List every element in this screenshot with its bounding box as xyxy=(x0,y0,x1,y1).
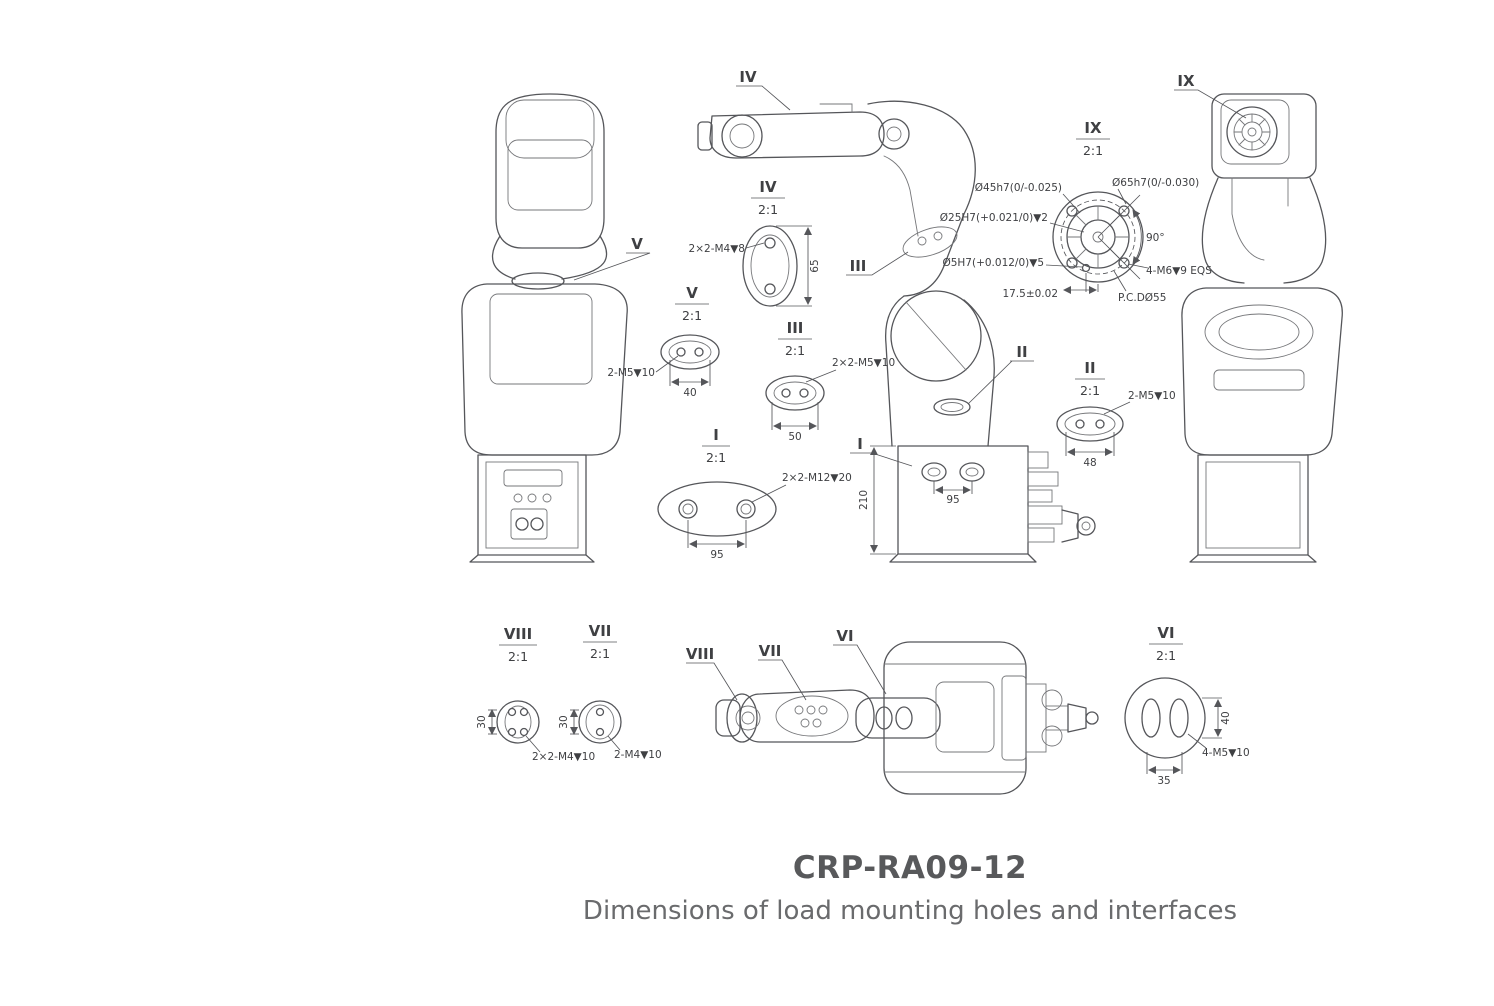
detail-scale-VII: 2:1 xyxy=(590,646,610,661)
dim-base-holes: 95 xyxy=(933,481,973,506)
page-title: CRP-RA09-12 xyxy=(792,850,1028,886)
dim-VI-40: 40 xyxy=(1220,711,1232,724)
section-marker-IX: IX xyxy=(1174,72,1247,119)
angle-90-label: 90° xyxy=(1146,232,1165,244)
callout-d65: Ø65h7(0/-0.030) xyxy=(1112,177,1199,189)
dim-I-95: 95 xyxy=(710,549,723,561)
section-marker-VIII-label: VIII xyxy=(686,645,714,663)
dim-VII-30: 30 xyxy=(558,715,570,728)
detail-label-III: III 2:1 xyxy=(778,319,812,358)
callout-VI: 4-M5▼10 xyxy=(1202,747,1250,759)
detail-roman-VI: VI xyxy=(1157,624,1174,642)
detail-roman-VII: VII xyxy=(589,622,612,640)
callout-I: 2×2-M12▼20 xyxy=(782,472,852,484)
detail-scale-VIII: 2:1 xyxy=(508,649,528,664)
callout-d25: Ø25H7(+0.021/0)▼2 xyxy=(940,212,1048,224)
dim-V-40: 40 xyxy=(683,387,696,399)
section-marker-III: III xyxy=(846,251,909,276)
callout-IV: 2×2-M4▼8 xyxy=(689,243,745,255)
section-marker-I-label: I xyxy=(857,435,863,453)
callout-pcd: P.C.DØ55 xyxy=(1118,292,1166,304)
side-view-drawing xyxy=(697,100,1096,563)
callout-d5: Ø5H7(+0.012/0)▼5 xyxy=(942,257,1044,269)
detail-scale-IV: 2:1 xyxy=(758,202,778,217)
dim-base-height: 210 xyxy=(858,445,896,555)
section-marker-VIII: VIII xyxy=(686,645,738,701)
detail-scale-V: 2:1 xyxy=(682,308,702,323)
detail-scale-I: 2:1 xyxy=(706,450,726,465)
callout-V: 2-M5▼10 xyxy=(607,367,655,379)
section-marker-VI: VI xyxy=(833,627,887,695)
dim-II-48: 48 xyxy=(1083,457,1096,469)
detail-view-IV: IV 2:1 2×2-M4▼8 65 xyxy=(689,178,821,307)
detail-roman-IX: IX xyxy=(1084,119,1102,137)
detail-label-VI: VI 2:1 xyxy=(1149,624,1183,663)
detail-label-IX: IX 2:1 xyxy=(1076,119,1110,158)
callout-d45: Ø45h7(0/-0.025) xyxy=(975,182,1062,194)
detail-label-I: I 2:1 xyxy=(702,426,730,465)
section-marker-V-label: V xyxy=(631,235,643,253)
section-marker-IX-label: IX xyxy=(1177,72,1195,90)
dim-95-base-label: 95 xyxy=(946,494,959,506)
detail-scale-III: 2:1 xyxy=(785,343,805,358)
detail-label-V: V 2:1 xyxy=(675,284,709,323)
section-marker-VII-label: VII xyxy=(759,642,782,660)
section-marker-III-label: III xyxy=(850,257,867,275)
detail-view-I: I 2:1 2×2-M12▼20 95 xyxy=(657,426,852,561)
detail-view-IX: IX 2:1 90° Ø45h7(0/-0.025) Ø65h7(0/-0.03… xyxy=(940,119,1212,304)
detail-label-II: II 2:1 xyxy=(1075,359,1105,398)
dim-IV-65: 65 xyxy=(809,259,821,272)
callout-VII: 2-M4▼10 xyxy=(614,749,662,761)
detail-view-VIII: VIII 2:1 30 2×2-M4▼10 xyxy=(476,625,595,763)
dim-VI-35: 35 xyxy=(1157,775,1170,787)
rear-view-drawing xyxy=(1181,93,1343,563)
dim-III-50: 50 xyxy=(788,431,801,443)
section-marker-VII: VII xyxy=(758,642,807,701)
detail-label-VII: VII 2:1 xyxy=(583,622,617,661)
callout-m6: 4-M6▼9 EQS xyxy=(1146,265,1212,277)
detail-label-VIII: VIII 2:1 xyxy=(499,625,537,664)
dim-210-label: 210 xyxy=(858,490,870,510)
detail-view-VII: VII 2:1 30 2-M4▼10 xyxy=(558,622,662,761)
detail-roman-II: II xyxy=(1084,359,1095,377)
callout-VIII: 2×2-M4▼10 xyxy=(532,751,595,763)
section-marker-IV: IV xyxy=(736,68,791,111)
section-marker-V: V xyxy=(573,235,651,281)
detail-scale-VI: 2:1 xyxy=(1156,648,1176,663)
detail-roman-I: I xyxy=(713,426,719,444)
section-marker-VI-label: VI xyxy=(836,627,853,645)
section-marker-IV-label: IV xyxy=(739,68,757,86)
section-marker-II-label: II xyxy=(1016,343,1027,361)
callout-III: 2×2-M5▼10 xyxy=(832,357,895,369)
detail-scale-IX: 2:1 xyxy=(1083,143,1103,158)
detail-view-VI: VI 2:1 40 35 4-M5▼10 xyxy=(1124,624,1250,787)
detail-label-IV: IV 2:1 xyxy=(751,178,785,217)
section-marker-I: I xyxy=(850,435,913,467)
detail-roman-VIII: VIII xyxy=(504,625,532,643)
detail-roman-V: V xyxy=(686,284,698,302)
callout-II: 2-M5▼10 xyxy=(1128,390,1176,402)
detail-view-III: III 2:1 2×2-M5▼10 50 xyxy=(765,319,895,443)
detail-scale-II: 2:1 xyxy=(1080,383,1100,398)
section-marker-II: II xyxy=(967,343,1034,405)
detail-roman-III: III xyxy=(787,319,804,337)
dim-VIII-30: 30 xyxy=(476,715,488,728)
detail-roman-IV: IV xyxy=(759,178,777,196)
page-subtitle: Dimensions of load mounting holes and in… xyxy=(582,896,1238,926)
detail-view-II: II 2:1 2-M5▼10 48 xyxy=(1056,359,1176,469)
detail-view-V: V 2:1 2-M5▼10 40 xyxy=(607,284,720,399)
dim-17-5-label: 17.5±0.02 xyxy=(1002,288,1058,300)
top-view-drawing xyxy=(715,641,1099,795)
front-view-drawing xyxy=(461,93,628,563)
